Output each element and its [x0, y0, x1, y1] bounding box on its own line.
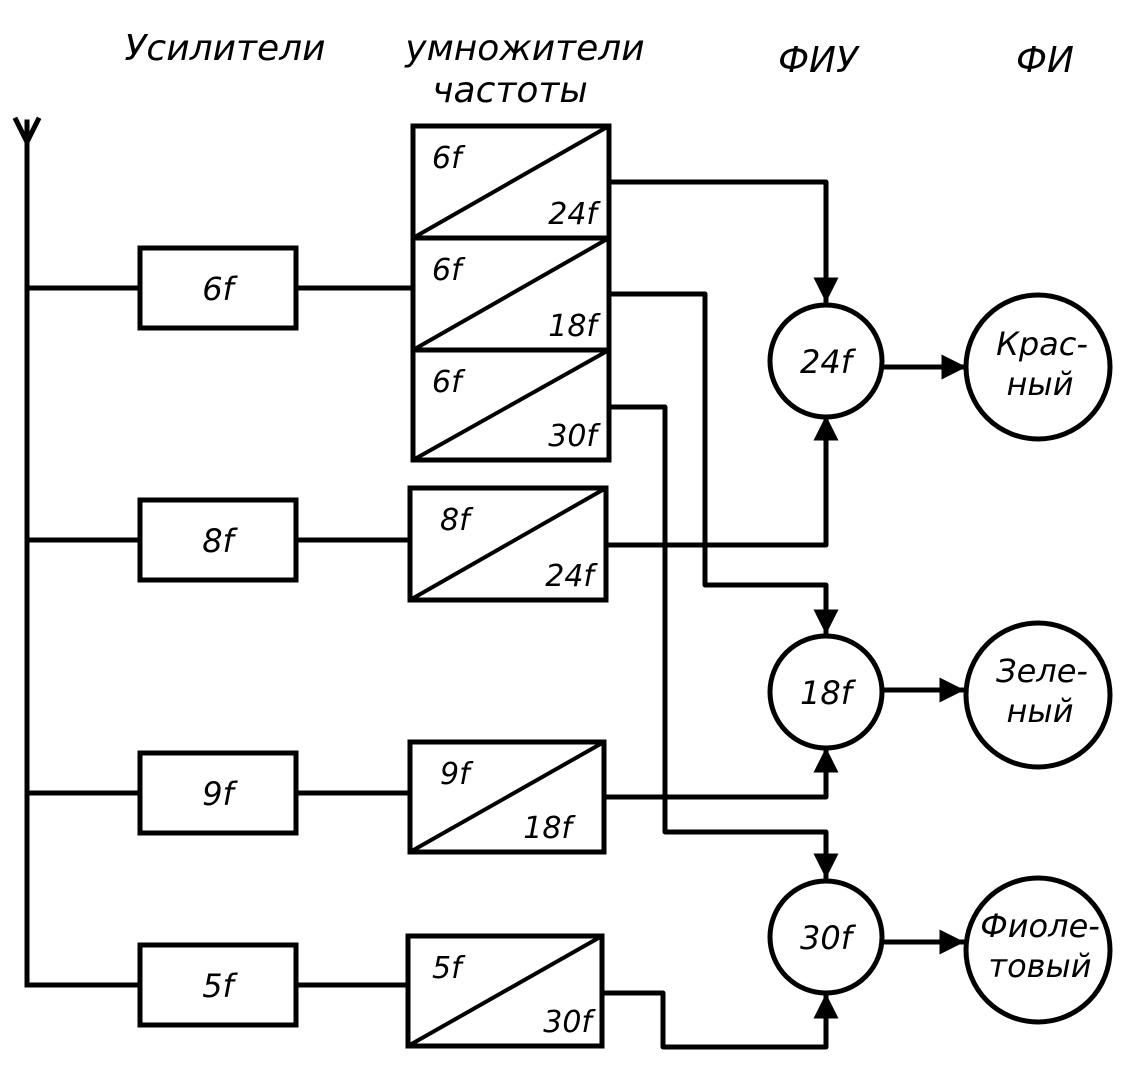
- multiplier-output-label: 18f: [548, 309, 601, 344]
- amplifier: 6f: [137, 245, 299, 331]
- mixer-label: 18f: [800, 674, 857, 712]
- multiplier-input-label: 6f: [432, 141, 466, 176]
- amplifier-label: 9f: [202, 775, 238, 813]
- emitter-label-line1: Зеле-: [996, 652, 1088, 690]
- multiplier-output-label: 18f: [523, 811, 576, 846]
- multiplier: 5f 30f: [405, 933, 605, 1049]
- emitter-label-line1: Фиоле-: [980, 907, 1100, 945]
- amplifier: 8f: [137, 497, 299, 583]
- multiplier-output-label: 24f: [548, 197, 601, 232]
- mixer: 18f: [767, 633, 885, 751]
- mixer: 30f: [767, 878, 885, 996]
- header-fiu: ФИУ: [778, 40, 860, 81]
- header-amplifiers: Усилители: [124, 28, 325, 69]
- multiplier-input-label: 9f: [440, 757, 474, 792]
- header-multipliers-line1: умножители: [404, 28, 644, 69]
- mixer: 24f: [767, 302, 885, 420]
- mixer-to-emitter-arrows: [879, 354, 967, 955]
- multiplier-input-label: 6f: [432, 365, 466, 400]
- emitter-label-line1: Крас-: [996, 325, 1088, 363]
- mixer-label: 24f: [800, 343, 857, 381]
- multiplier: 6f 30f: [410, 347, 612, 463]
- multiplier: 6f 18f: [410, 235, 612, 353]
- emitter: Крас- ный: [963, 292, 1113, 442]
- multiplier-input-label: 6f: [432, 253, 466, 288]
- multiplier: 6f 24f: [410, 123, 612, 241]
- mixer-label: 30f: [800, 919, 857, 957]
- multiplier-input-label: 8f: [440, 503, 474, 538]
- multiplier-output-label: 30f: [543, 1005, 596, 1040]
- amplifier-label: 8f: [202, 522, 238, 560]
- multiplier: 9f 18f: [407, 739, 607, 855]
- emitter: Фиоле- товый: [963, 875, 1113, 1025]
- amplifier-label: 5f: [202, 967, 238, 1005]
- emitter-label-line2: ный: [1007, 365, 1074, 403]
- routing-wires: [599, 179, 839, 1050]
- emitter-label-line2: ный: [1007, 692, 1074, 730]
- header-fi: ФИ: [1016, 40, 1074, 81]
- antenna-icon: [12, 116, 42, 145]
- amplifier: 9f: [137, 750, 299, 836]
- amp-to-mult-wires: [293, 285, 416, 988]
- emitter: Зеле- ный: [963, 620, 1113, 770]
- bus-taps: [24, 285, 143, 988]
- amplifier-label: 6f: [202, 270, 238, 308]
- multiplier-input-label: 5f: [432, 951, 466, 986]
- header-multipliers-line2: частоты: [432, 70, 588, 111]
- multiplier: 8f 24f: [407, 485, 609, 603]
- emitter-label-line2: товый: [988, 947, 1091, 985]
- multiplier-output-label: 30f: [548, 419, 601, 454]
- amplifier: 5f: [137, 942, 299, 1028]
- multiplier-output-label: 24f: [545, 559, 598, 594]
